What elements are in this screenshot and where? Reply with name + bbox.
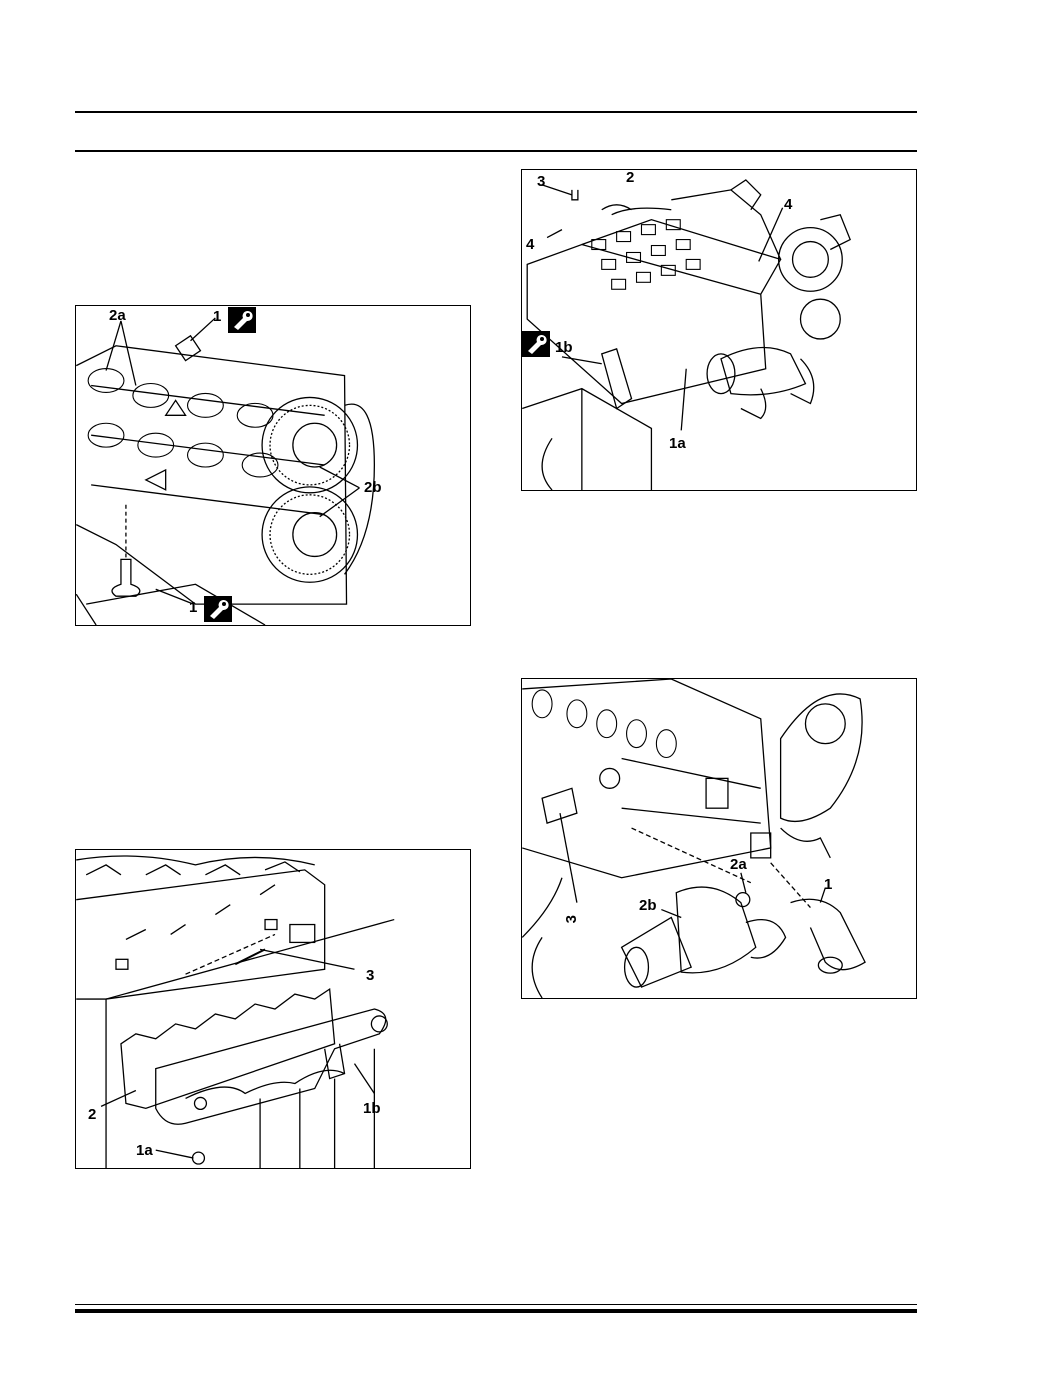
figure-camshaft-callout-1-bottom: 1 — [189, 599, 198, 616]
figure-thermostat-housing-callout-3: 3 — [563, 915, 580, 924]
header-rule-bottom — [75, 150, 917, 152]
wrench-icon — [204, 596, 232, 622]
figure-cylinder-head-callout-1b: 1b — [555, 339, 573, 356]
footer-rule-thick — [75, 1309, 917, 1313]
figure-camshaft-callout-2b: 2b — [364, 479, 382, 496]
footer-rule-thin — [75, 1304, 917, 1305]
figure-cylinder-head-drawing — [522, 179, 852, 490]
figure-thermostat-housing-callout-1: 1 — [824, 876, 833, 893]
figure-camshaft-callout-1-top: 1 — [213, 308, 222, 325]
figure-cylinder-head-callout-3: 3 — [537, 173, 546, 190]
figure-exhaust-manifold-callout-2: 2 — [88, 1106, 97, 1123]
figure-camshaft: 2a 1 2b 1 — [75, 305, 471, 626]
wrench-icon — [228, 307, 256, 333]
figure-exhaust-manifold: 3 2 1b 1a — [75, 849, 471, 1169]
figure-cylinder-head: 3 2 4 4 1b 1a — [521, 169, 917, 491]
figure-thermostat-housing-callout-2a: 2a — [730, 856, 747, 873]
figure-thermostat-housing-drawing — [522, 679, 866, 998]
figure-exhaust-manifold-callout-1b: 1b — [363, 1100, 381, 1117]
figure-camshaft-callout-2a: 2a — [109, 307, 126, 324]
figure-cylinder-head-callout-1a: 1a — [669, 435, 686, 452]
figure-cylinder-head-callout-2: 2 — [626, 169, 635, 186]
figure-exhaust-manifold-callout-3: 3 — [366, 967, 375, 984]
figure-camshaft-drawing — [76, 317, 376, 625]
header-rule-top — [75, 111, 917, 113]
figure-exhaust-manifold-callout-1a: 1a — [136, 1142, 153, 1159]
figure-thermostat-housing: 2a 1 2b 3 — [521, 678, 917, 999]
figure-exhaust-manifold-drawing — [76, 855, 395, 1168]
figure-thermostat-housing-callout-2b: 2b — [639, 897, 657, 914]
wrench-icon — [522, 331, 550, 357]
figure-cylinder-head-callout-4-left: 4 — [526, 236, 535, 253]
figure-cylinder-head-callout-4-right: 4 — [784, 196, 793, 213]
